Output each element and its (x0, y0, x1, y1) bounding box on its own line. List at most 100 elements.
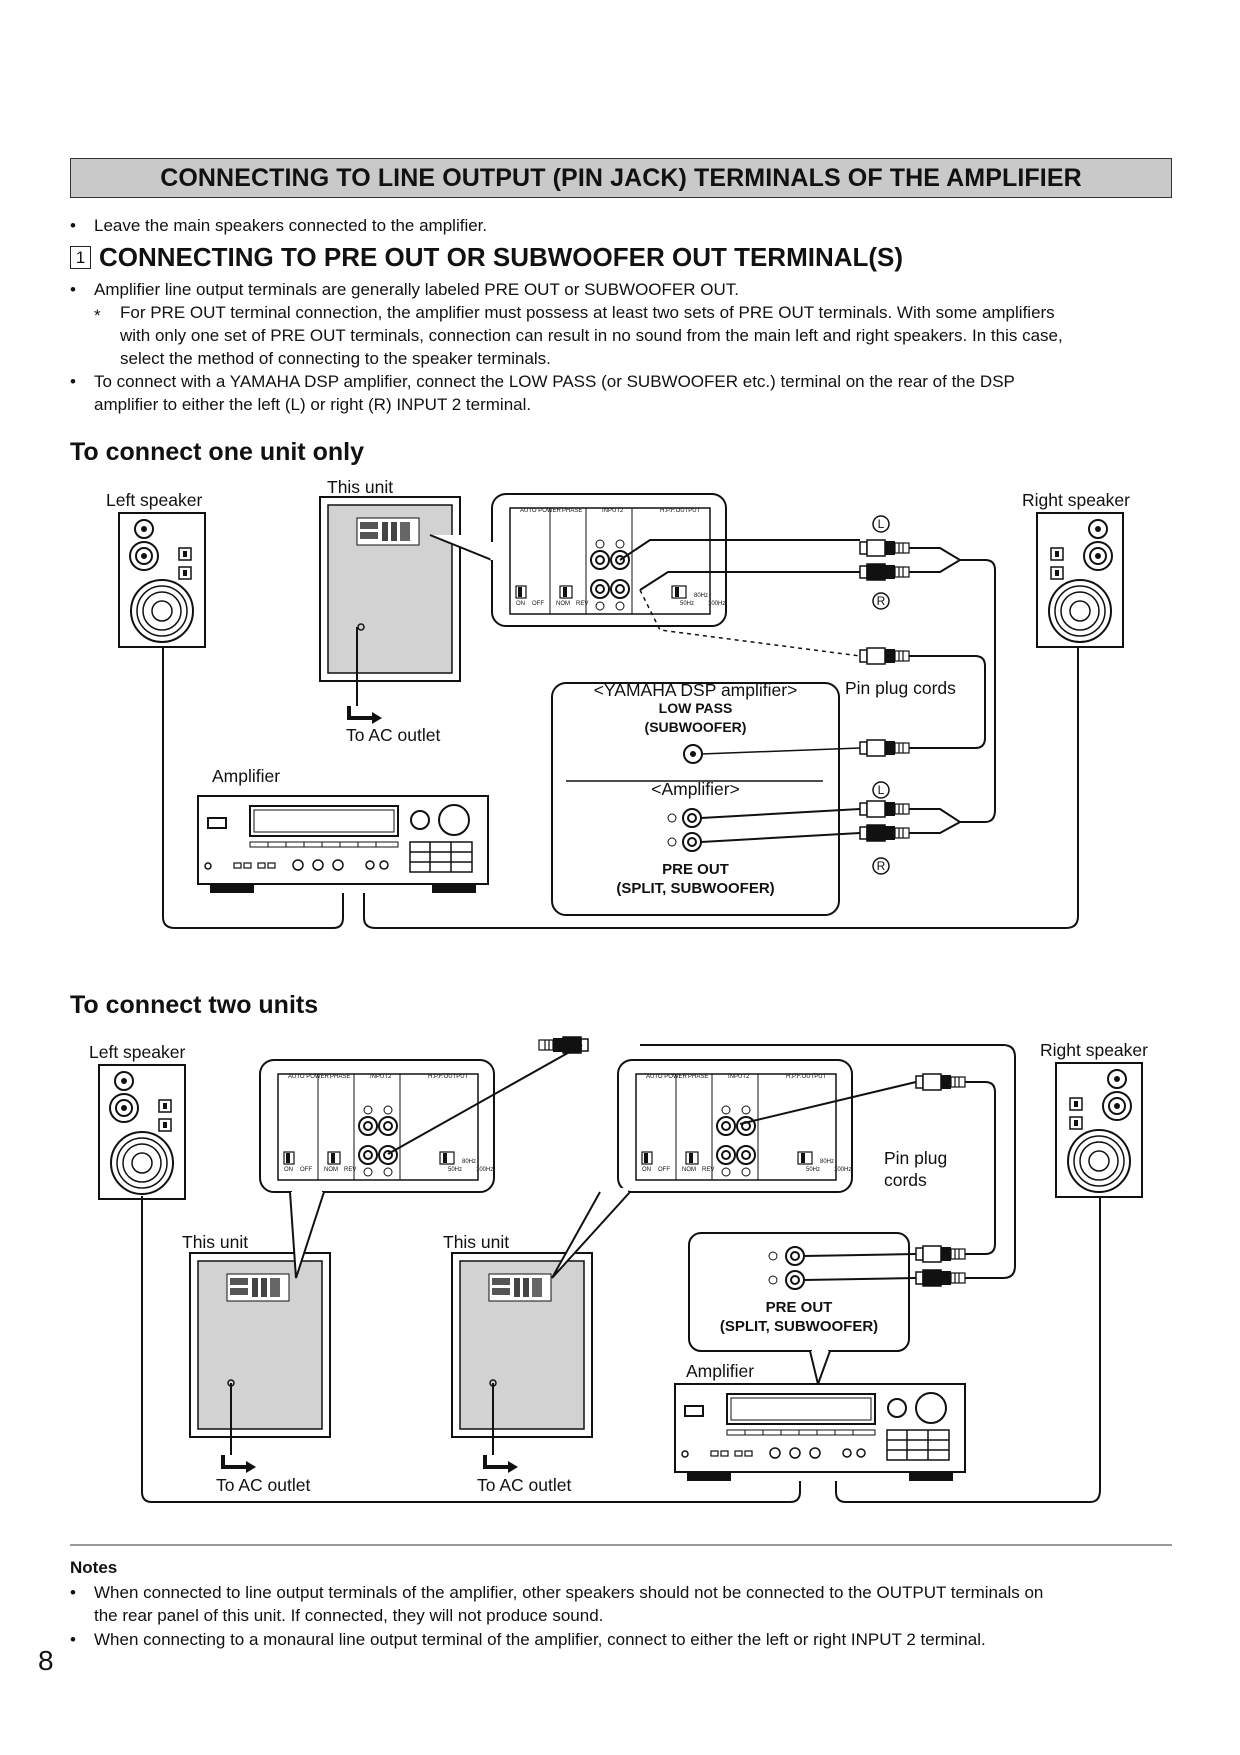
marker-l: L (878, 783, 885, 797)
preout-callout-box (688, 1232, 910, 1352)
bullet-dot: • (70, 216, 76, 235)
diagram1-heading: To connect one unit only (70, 438, 364, 466)
bullet-text: Leave the main speakers connected to the… (94, 216, 488, 235)
panel-labels: AUTO POWER PHASE INPUT2 H.P.F.OUTPUT ON … (516, 508, 725, 607)
plug-dsp-upper (859, 647, 910, 665)
plug-r-upper (859, 563, 910, 581)
pin-plug-line: cords (884, 1170, 927, 1190)
page-number: 8 (38, 1645, 54, 1676)
panel-input2: INPUT2 (728, 1074, 750, 1080)
d2-this-unit-b-label: This unit (443, 1232, 510, 1252)
panel-rev: REV (702, 1167, 714, 1173)
diagram2-right-speaker (1055, 1062, 1143, 1198)
d2-left-speaker-label: Left speaker (89, 1042, 186, 1062)
panel-off: OFF (532, 601, 544, 607)
star-note-line: For PRE OUT terminal connection, the amp… (120, 303, 1055, 322)
diagram1-amplifier (197, 795, 489, 894)
panel-80hz: 80Hz (820, 1159, 834, 1165)
bullet-dot: • (70, 1630, 76, 1649)
diagram2-unit-a (189, 1252, 331, 1438)
panel-auto-power: AUTO POWER (520, 508, 562, 514)
note-text: the rear panel of this unit. If connecte… (94, 1606, 604, 1625)
d1-right-speaker-label: Right speaker (1022, 490, 1130, 510)
bullet-dot: • (70, 372, 76, 391)
d2-ac-outlet-b-label: To AC outlet (477, 1475, 572, 1495)
d2-this-unit-a-label: This unit (182, 1232, 249, 1252)
panel-100hz: 100Hz (708, 601, 725, 607)
diagram1-subwoofer-unit (319, 496, 461, 682)
diagram1-left-speaker (118, 512, 206, 648)
plug-l-upper (859, 539, 910, 557)
ac-plug-icon (221, 1455, 256, 1473)
bullet-text: Amplifier line output terminals are gene… (94, 280, 739, 299)
panel-on: ON (284, 1167, 293, 1173)
panel-nom: NOM (556, 601, 570, 607)
speaker-wire (162, 647, 344, 929)
split-subwoofer-text: (SPLIT, SUBWOOFER) (616, 880, 775, 897)
panel-100hz: 100Hz (834, 1167, 851, 1173)
plug-diag2-a (915, 1073, 966, 1091)
plug-dsp-lower (859, 739, 910, 757)
plug-l-lower (859, 800, 910, 818)
diagram1-right-speaker (1036, 512, 1124, 648)
dashed-cable (639, 589, 861, 657)
subwoofer-text: (SUBWOOFER) (644, 719, 747, 735)
panel-phase: PHASE (562, 508, 582, 514)
panel-hpf: H.P.F.OUTPUT (428, 1074, 469, 1080)
panel-50hz: 50Hz (680, 601, 694, 607)
marker-r: R (877, 594, 886, 608)
panel-hpf: H.P.F.OUTPUT (660, 508, 701, 514)
d2-right-speaker-label: Right speaker (1040, 1040, 1148, 1060)
panel-auto-power: AUTO POWER (646, 1074, 688, 1080)
plug-r-lower (859, 824, 910, 842)
d1-ac-outlet-label: To AC outlet (346, 725, 441, 745)
d1-pre-out-label: PRE OUT (SPLIT, SUBWOOFER) (552, 860, 839, 898)
d2-ac-outlet-a-label: To AC outlet (216, 1475, 311, 1495)
split-subwoofer-text: (SPLIT, SUBWOOFER) (719, 1318, 879, 1335)
intro-bullet: • Leave the main speakers connected to t… (70, 214, 1170, 238)
panel-off: OFF (658, 1167, 670, 1173)
pin-plug-line: Pin plug (884, 1148, 948, 1168)
bullet-line-output: • Amplifier line output terminals are ge… (70, 278, 1190, 302)
diagram2-unit-b (451, 1252, 593, 1438)
d1-this-unit-label: This unit (327, 477, 394, 497)
panel-auto-power: AUTO POWER (288, 1074, 330, 1080)
panel-phase: PHASE (330, 1074, 350, 1080)
panel-input2: INPUT2 (602, 508, 624, 514)
d1-yamaha-dsp-label: <YAMAHA DSP amplifier> (593, 680, 798, 700)
star-note-line: with only one set of PRE OUT terminals, … (120, 326, 1063, 345)
note-text: When connecting to a monaural line outpu… (94, 1630, 986, 1649)
pre-out-text: PRE OUT (662, 861, 729, 878)
panel-80hz: 80Hz (694, 593, 708, 599)
lr-markers: L R L R (872, 515, 890, 875)
d2-amplifier-label: Amplifier (686, 1361, 755, 1381)
diagram2-left-speaker (98, 1064, 186, 1200)
panel-off: OFF (300, 1167, 312, 1173)
d1-left-speaker-label: Left speaker (106, 490, 203, 510)
bullet-text: To connect with a YAMAHA DSP amplifier, … (94, 372, 1015, 391)
panel-50hz: 50Hz (806, 1167, 820, 1173)
panel-labels: AUTO POWER PHASE INPUT2 H.P.F.OUTPUT ON … (284, 1074, 851, 1173)
ac-plug-icon (347, 706, 382, 724)
banner-text: CONNECTING TO LINE OUTPUT (PIN JACK) TER… (160, 163, 1082, 192)
star-mark: * (94, 306, 101, 325)
notes-title: Notes (70, 1558, 118, 1577)
d1-amplifier-bracket-label: <Amplifier> (651, 779, 740, 799)
d2-pin-plug-label: Pin plug cords (884, 1147, 947, 1191)
plug-diag2-c (915, 1269, 966, 1287)
panel-rev: REV (344, 1167, 356, 1173)
panel-nom: NOM (324, 1167, 338, 1173)
panel-100hz: 100Hz (476, 1167, 493, 1173)
ac-plug-icon (483, 1455, 518, 1473)
panel-input2: INPUT2 (370, 1074, 392, 1080)
marker-r: R (877, 859, 886, 873)
panel-rev: REV (576, 601, 588, 607)
diagram2-heading: To connect two units (70, 991, 319, 1019)
panel-phase: PHASE (688, 1074, 708, 1080)
panel-hpf: H.P.F.OUTPUT (786, 1074, 827, 1080)
dsp-callout-box (551, 682, 840, 916)
cable (619, 539, 860, 561)
section-title: CONNECTING TO PRE OUT OR SUBWOOFER OUT T… (99, 242, 904, 272)
